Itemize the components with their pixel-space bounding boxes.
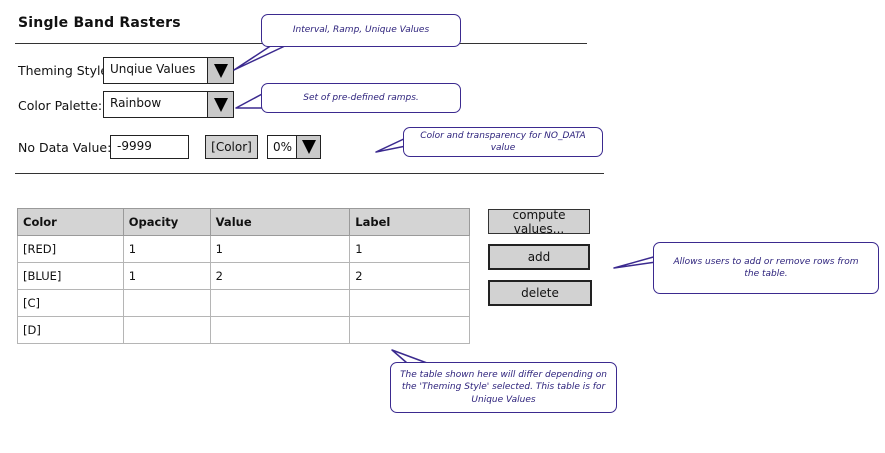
color-palette-dropdown-button[interactable] (207, 92, 233, 117)
callout-pointer-rows (613, 255, 658, 269)
table-cell[interactable]: [RED] (17, 235, 124, 263)
table-cell[interactable] (349, 316, 470, 344)
table-cell[interactable]: 2 (349, 262, 470, 290)
theming-style-select[interactable]: Unqiue Values (103, 57, 234, 84)
table-cell[interactable] (122, 289, 211, 317)
no-data-value-input[interactable]: -9999 (110, 135, 189, 159)
opacity-dropdown-button[interactable] (296, 136, 320, 158)
table-cell[interactable]: 1 (122, 235, 211, 263)
callout-pointer-theming (233, 44, 288, 71)
table-cell[interactable]: 1 (122, 262, 211, 290)
table-cell[interactable]: [D] (17, 316, 124, 344)
table-row[interactable]: [C] (17, 289, 470, 317)
note-no-data: Color and transparency for NO_DATA value (403, 127, 603, 157)
theming-style-label: Theming Style: (18, 63, 113, 78)
column-header-value[interactable]: Value (209, 208, 351, 236)
chevron-down-icon (301, 140, 316, 154)
add-row-button[interactable]: add (488, 244, 590, 270)
chevron-down-icon (213, 63, 228, 78)
table-cell[interactable] (122, 316, 211, 344)
value-table: Color Opacity Value Label [RED] 1 1 1 [B… (17, 208, 470, 344)
table-cell[interactable] (349, 289, 470, 317)
column-header-color[interactable]: Color (17, 208, 124, 236)
table-cell[interactable] (209, 316, 351, 344)
no-data-label: No Data Value: (18, 140, 112, 155)
table-header-row: Color Opacity Value Label (17, 208, 470, 236)
note-add-remove-rows: Allows users to add or remove rows from … (653, 242, 879, 294)
table-row[interactable]: [D] (17, 316, 470, 344)
chevron-down-icon (213, 97, 228, 112)
table-row[interactable]: [BLUE] 1 2 2 (17, 262, 470, 290)
no-data-color-button[interactable]: [Color] (205, 135, 258, 159)
theming-style-dropdown-button[interactable] (207, 58, 233, 83)
column-header-opacity[interactable]: Opacity (122, 208, 211, 236)
note-color-palette: Set of pre-defined ramps. (261, 83, 461, 113)
column-header-label[interactable]: Label (349, 208, 470, 236)
color-palette-select[interactable]: Rainbow (103, 91, 234, 118)
table-row[interactable]: [RED] 1 1 1 (17, 235, 470, 263)
delete-row-button[interactable]: delete (488, 280, 592, 306)
note-theming-style: Interval, Ramp, Unique Values (261, 14, 461, 47)
page-title: Single Band Rasters (18, 15, 181, 31)
table-cell[interactable]: 2 (209, 262, 351, 290)
color-palette-label: Color Palette: (18, 98, 103, 113)
table-cell[interactable] (209, 289, 351, 317)
theming-style-value: Unqiue Values (110, 62, 196, 76)
color-palette-value: Rainbow (110, 96, 162, 110)
no-data-opacity-value: 0% (273, 140, 293, 154)
table-cell[interactable]: 1 (349, 235, 470, 263)
note-table-theming: The table shown here will differ dependi… (390, 362, 617, 413)
compute-values-button[interactable]: compute values... (488, 208, 590, 236)
table-cell[interactable]: [BLUE] (17, 262, 124, 290)
no-data-opacity-select[interactable]: 0% (267, 135, 321, 159)
table-cell[interactable]: [C] (17, 289, 124, 317)
divider-middle (15, 173, 604, 174)
table-cell[interactable]: 1 (209, 235, 351, 263)
